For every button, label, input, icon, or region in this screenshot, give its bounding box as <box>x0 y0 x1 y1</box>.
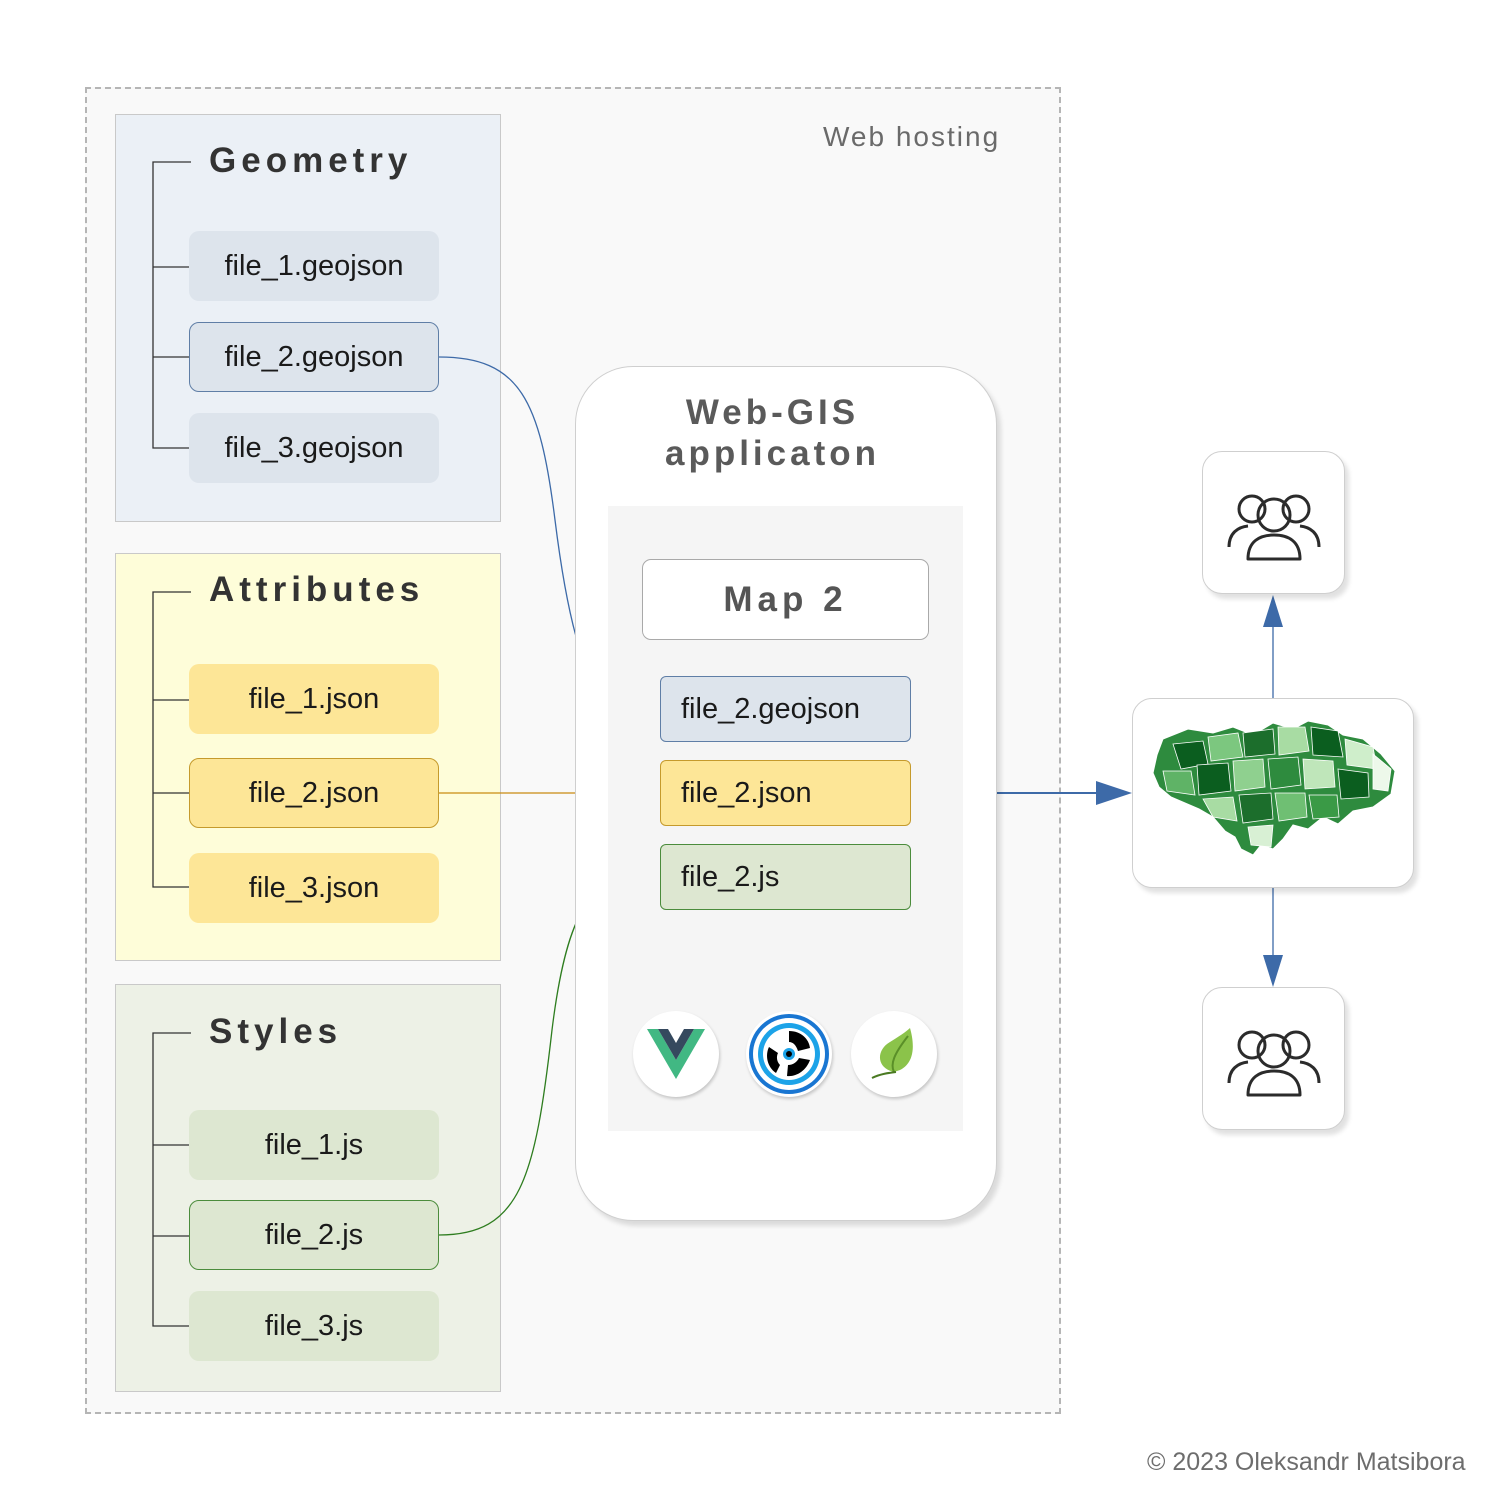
users-icon <box>1227 1030 1320 1096</box>
attributes-title: Attributes <box>209 570 425 609</box>
app-title-line-1: Web-GIS <box>685 393 860 432</box>
geometry-file-3[interactable]: file_3.geojson <box>189 413 439 483</box>
app-file-js[interactable]: file_2.js <box>660 844 911 910</box>
vue-logo-icon <box>633 1011 719 1097</box>
users-card-bottom[interactable] <box>1202 987 1345 1130</box>
attributes-file-2[interactable]: file_2.json <box>189 758 439 828</box>
styles-file-2[interactable]: file_2.js <box>189 1200 439 1270</box>
geometry-tree-lines <box>152 161 191 449</box>
geometry-file-1[interactable]: file_1.geojson <box>189 231 439 301</box>
app-file-json[interactable]: file_2.json <box>660 760 911 826</box>
attributes-file-3[interactable]: file_3.json <box>189 853 439 923</box>
styles-file-1[interactable]: file_1.js <box>189 1110 439 1180</box>
leaflet-logo-icon <box>851 1011 937 1097</box>
web-hosting-title: Web hosting <box>823 121 1001 152</box>
app-to-map-arrowhead <box>1096 781 1132 805</box>
styles-file-3[interactable]: file_3.js <box>189 1291 439 1361</box>
copyright-text: © 2023 Oleksandr Matsibora <box>1147 1448 1466 1476</box>
map-to-bottom-users-arrowhead <box>1263 955 1283 987</box>
map-2-box[interactable]: Map 2 <box>642 559 929 640</box>
choropleth-map-card[interactable] <box>1132 698 1414 888</box>
geometry-file-2[interactable]: file_2.geojson <box>189 322 439 392</box>
app-file-geojson[interactable]: file_2.geojson <box>660 676 911 742</box>
attributes-file-1[interactable]: file_1.json <box>189 664 439 734</box>
ukraine-map-icon <box>1152 720 1396 856</box>
app-title: Web-GIS applicaton <box>575 392 970 474</box>
geometry-title: Geometry <box>209 141 413 180</box>
quasar-logo-icon <box>746 1011 832 1097</box>
styles-tree-lines <box>152 1032 191 1327</box>
attributes-tree-lines <box>152 591 191 888</box>
map-to-top-users-arrowhead <box>1263 595 1283 627</box>
app-title-line-2: applicaton <box>664 434 881 473</box>
users-card-top[interactable] <box>1202 451 1345 594</box>
users-icon <box>1227 494 1320 560</box>
styles-title: Styles <box>209 1012 343 1051</box>
